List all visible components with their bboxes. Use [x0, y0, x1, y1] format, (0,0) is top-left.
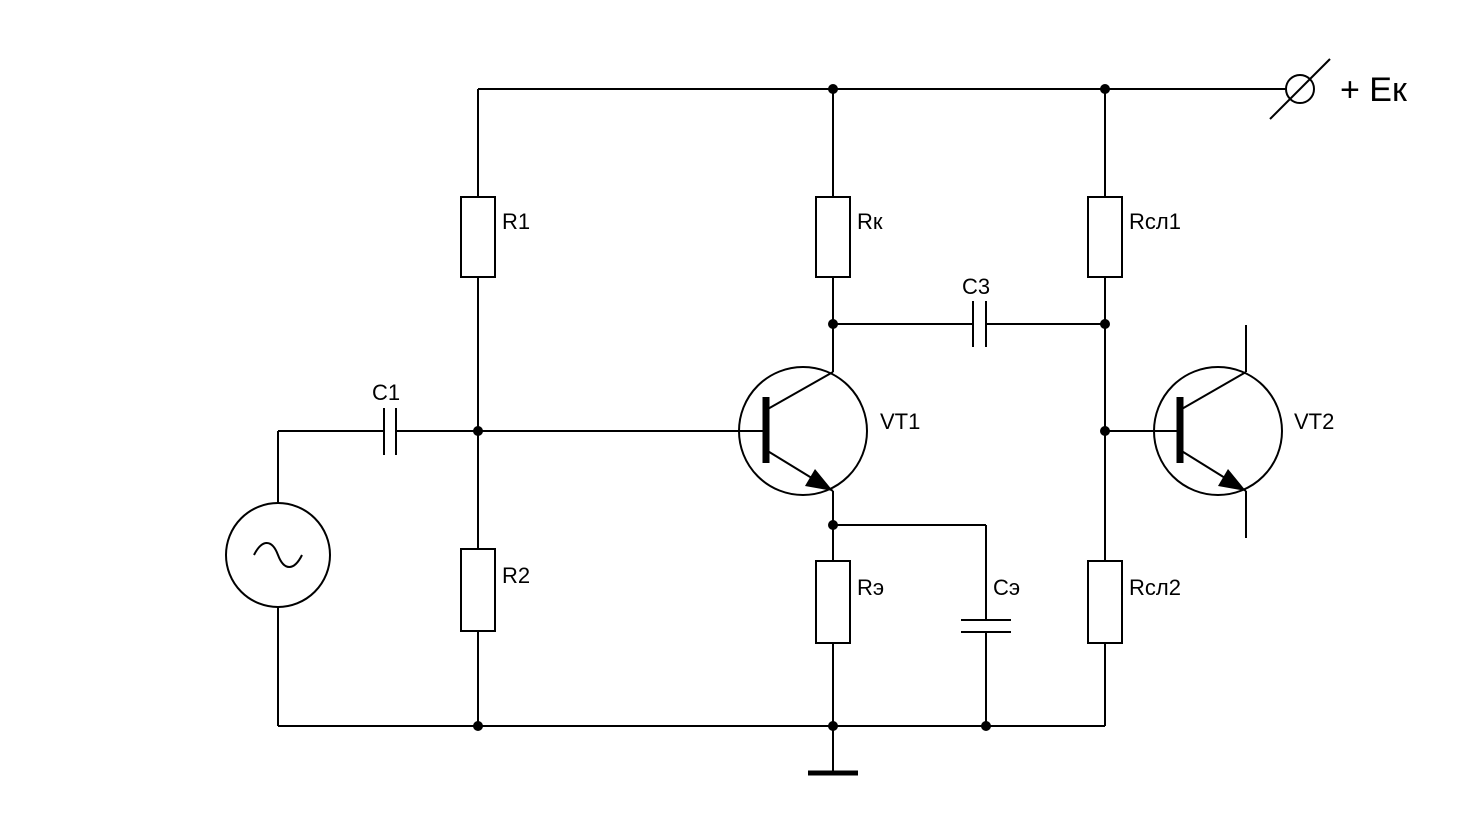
- rsl1-label: Rсл1: [1129, 209, 1181, 234]
- supply-label: + Ек: [1340, 71, 1408, 109]
- junction-node: [828, 721, 838, 731]
- capacitor-c3: [833, 301, 1105, 347]
- resistor-r2: [460, 548, 496, 632]
- junction-node: [1100, 426, 1110, 436]
- c1-label: C1: [372, 380, 400, 405]
- supply-terminal-icon: [1269, 58, 1331, 120]
- transistor-vt2-icon: [1105, 325, 1283, 538]
- junction-node: [1100, 319, 1110, 329]
- junction-node: [1100, 84, 1110, 94]
- resistor-re: [815, 560, 851, 644]
- capacitor-c1: [278, 408, 478, 455]
- r1-label: R1: [502, 209, 530, 234]
- rk-label: Rк: [857, 209, 883, 234]
- supply-rail: [477, 88, 1286, 197]
- resistor-rsl2: [1087, 560, 1123, 644]
- re-label: Rэ: [857, 575, 884, 600]
- vt2-label: VT2: [1294, 409, 1334, 434]
- junction-node: [828, 520, 838, 530]
- junction-nodes: [473, 84, 1110, 731]
- junction-node: [981, 721, 991, 731]
- ce-label: Cэ: [993, 575, 1020, 600]
- junction-node: [828, 84, 838, 94]
- transistor-vt1-icon: [738, 366, 868, 496]
- vt1-label: VT1: [880, 409, 920, 434]
- junction-node: [828, 319, 838, 329]
- resistor-rsl1: [1087, 196, 1123, 278]
- ac-source-icon: [225, 431, 331, 726]
- junction-node: [473, 426, 483, 436]
- resistor-r1: [460, 196, 496, 278]
- r2-label: R2: [502, 563, 530, 588]
- rsl2-label: Rсл2: [1129, 575, 1181, 600]
- capacitor-ce: [961, 525, 1011, 726]
- junction-node: [473, 721, 483, 731]
- resistor-rk: [815, 196, 851, 278]
- c3-label: C3: [962, 274, 990, 299]
